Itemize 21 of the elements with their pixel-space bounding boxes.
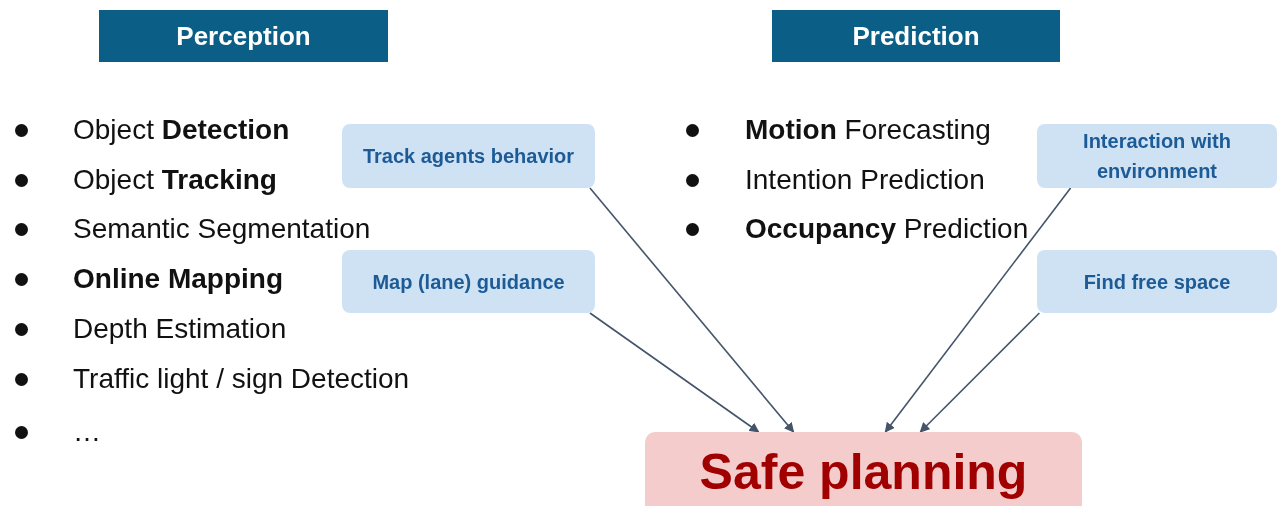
- note-box: Interaction with environment: [1037, 124, 1277, 188]
- list-item: Intention Prediction: [745, 163, 985, 197]
- note-box: Track agents behavior: [342, 124, 595, 188]
- list-item: Depth Estimation: [73, 312, 287, 346]
- note-box: Map (lane) guidance: [342, 250, 595, 313]
- list-item: Object Tracking: [73, 163, 277, 197]
- list-item: Semantic Segmentation: [73, 212, 371, 246]
- list-item: Online Mapping: [73, 262, 283, 296]
- list-item: Traffic light / sign Detection: [73, 362, 410, 396]
- note-box: Find free space: [1037, 250, 1277, 313]
- list-item: …: [73, 415, 101, 449]
- goal-box: Safe planning: [645, 432, 1082, 506]
- arrow: [919, 312, 1041, 433]
- section-header: Prediction: [772, 10, 1060, 62]
- arrow: [589, 187, 795, 433]
- section-header: Perception: [99, 10, 388, 62]
- list-item: Motion Forecasting: [745, 113, 991, 147]
- list-item: Occupancy Prediction: [745, 212, 1029, 246]
- list-item: Object Detection: [73, 113, 290, 147]
- arrow: [884, 187, 1072, 433]
- arrow: [589, 312, 760, 433]
